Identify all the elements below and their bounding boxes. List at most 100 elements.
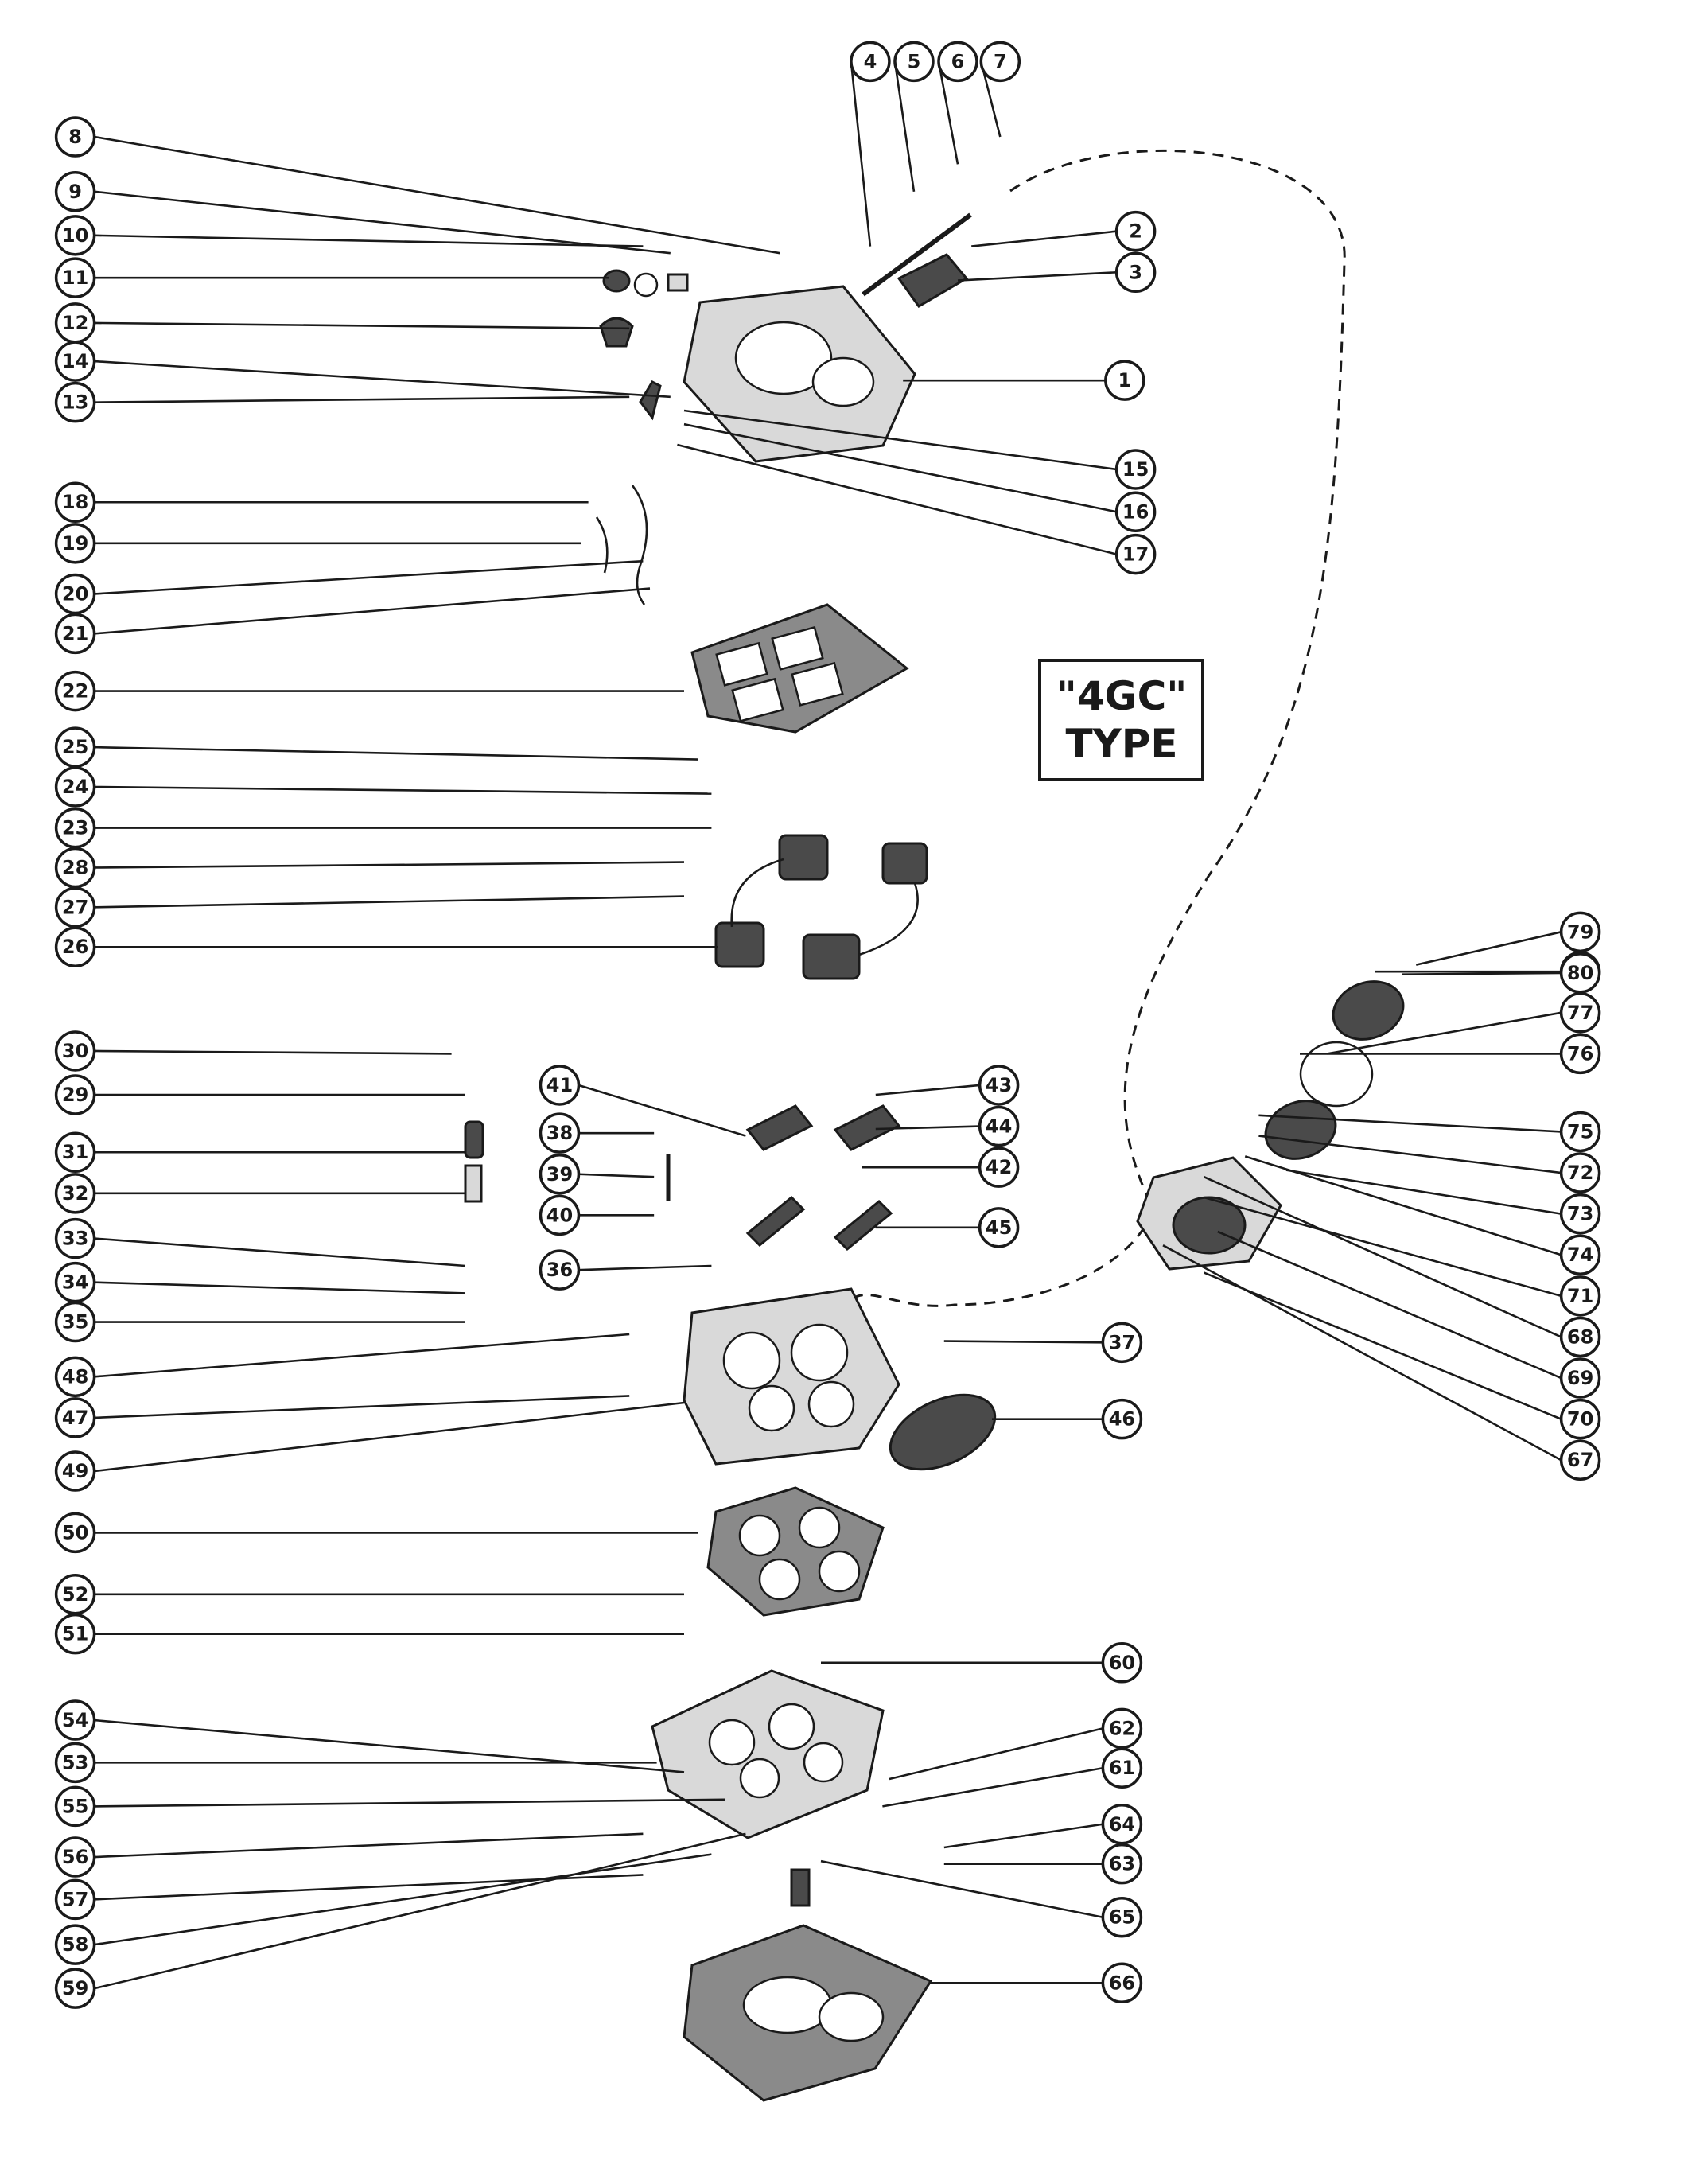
callout-circle	[1559, 1152, 1601, 1193]
callout-number: 21	[62, 622, 88, 644]
callout-74: 74	[1559, 1234, 1601, 1275]
callout-circle	[978, 1207, 1020, 1248]
callout-circle	[1101, 1322, 1143, 1364]
leader-line-79	[1415, 931, 1562, 966]
callout-32: 32	[54, 1173, 96, 1214]
callout-circle	[54, 1968, 96, 2009]
callout-62: 62	[1101, 1707, 1143, 1750]
callout-9: 9	[54, 171, 96, 212]
leader-line-36	[578, 1264, 712, 1271]
callout-55: 55	[54, 1785, 96, 1828]
callout-number: 53	[62, 1751, 88, 1773]
callout-number: 63	[1109, 1853, 1135, 1875]
callout-circle	[1101, 1843, 1143, 1885]
callout-number: 41	[546, 1074, 573, 1096]
callout-77: 77	[1559, 992, 1601, 1034]
leader-line-3	[957, 271, 1117, 282]
leader-line-54	[94, 1719, 685, 1773]
leader-line-74	[1244, 1155, 1562, 1256]
callout-number: 26	[62, 936, 88, 958]
callout-57: 57	[54, 1878, 96, 1921]
callout-circle	[1101, 1962, 1143, 2004]
leader-line-20	[94, 559, 644, 595]
callout-number: 57	[62, 1888, 88, 1910]
callout-circle	[539, 1112, 581, 1154]
callout-circle	[54, 1030, 96, 1072]
callout-circle	[978, 1065, 1020, 1106]
flange-gasket-part	[683, 1924, 933, 2102]
callout-2: 2	[1114, 210, 1157, 252]
callout-number: 25	[62, 736, 88, 758]
callout-circle	[54, 1785, 96, 1828]
callout-49: 49	[54, 1450, 96, 1492]
callout-51: 51	[54, 1613, 96, 1655]
callout-circle	[54, 670, 96, 712]
callout-circle	[54, 1613, 96, 1655]
callout-number: 3	[1129, 261, 1142, 283]
callout-14: 14	[54, 341, 96, 382]
callout-79: 79	[1559, 911, 1601, 953]
callout-16: 16	[1114, 491, 1157, 533]
callout-number: 74	[1567, 1244, 1593, 1266]
leader-line-70	[1204, 1271, 1562, 1420]
callout-number: 37	[1109, 1331, 1135, 1353]
callout-circle	[54, 726, 96, 768]
callout-number: 30	[62, 1040, 88, 1062]
callout-58: 58	[54, 1924, 96, 1965]
callout-circle	[54, 1512, 96, 1554]
leader-line-72	[1258, 1135, 1562, 1174]
air-horn-gasket-part	[690, 603, 909, 734]
leader-line-68	[1204, 1176, 1562, 1338]
callout-68: 68	[1559, 1316, 1601, 1358]
callout-circle	[54, 573, 96, 615]
callout-circle	[1559, 952, 1601, 994]
callout-75: 75	[1559, 1111, 1601, 1153]
callout-number: 48	[62, 1365, 88, 1388]
leader-line-75	[1258, 1114, 1562, 1133]
float-assembly-part	[714, 834, 928, 980]
leader-line-44	[875, 1125, 980, 1131]
callout-56: 56	[54, 1836, 96, 1878]
callout-number: 11	[62, 267, 88, 289]
type-label-line1: "4GC"	[1056, 673, 1188, 719]
callout-17: 17	[1114, 533, 1157, 575]
callout-circle	[54, 171, 96, 212]
callout-1: 1	[1104, 360, 1145, 401]
callout-31: 31	[54, 1131, 96, 1173]
callout-circle	[1101, 1896, 1143, 1938]
callout-number: 58	[62, 1933, 88, 1956]
venturi-cluster-right-part	[833, 1104, 901, 1151]
leader-line-9	[94, 190, 671, 255]
callout-number: 73	[1567, 1203, 1593, 1225]
leader-line-59	[94, 1832, 746, 1990]
leader-line-30	[94, 1049, 452, 1055]
callout-number: 15	[1122, 458, 1149, 481]
callout-circle	[1559, 1357, 1601, 1399]
callout-number: 60	[1109, 1652, 1135, 1674]
callout-number: 5	[908, 50, 921, 72]
callout-21: 21	[54, 613, 96, 655]
venturi-cluster-left-part	[745, 1104, 814, 1151]
callout-number: 43	[986, 1074, 1012, 1096]
type-label-line2: TYPE	[1065, 721, 1177, 767]
leader-line-48	[94, 1333, 630, 1378]
callout-36: 36	[539, 1249, 581, 1291]
callout-number: 45	[986, 1217, 1012, 1239]
leader-line-16	[683, 422, 1117, 513]
callout-circle	[1114, 449, 1157, 490]
type-label-box: "4GC" TYPE	[1038, 659, 1204, 781]
callout-circle	[54, 381, 96, 423]
callout-number: 16	[1122, 500, 1149, 523]
callout-61: 61	[1101, 1747, 1143, 1789]
callout-44: 44	[978, 1105, 1020, 1147]
callout-number: 64	[1109, 1813, 1135, 1836]
callout-circle	[54, 1074, 96, 1115]
callout-circle	[54, 257, 96, 298]
gasket-ring-77-part	[1299, 1041, 1374, 1108]
callout-8: 8	[54, 116, 96, 158]
callout-number: 49	[62, 1460, 88, 1482]
callout-72: 72	[1559, 1152, 1601, 1193]
leader-line-77	[1327, 1011, 1562, 1055]
callout-27: 27	[54, 886, 96, 928]
callout-number: 61	[1109, 1757, 1135, 1779]
